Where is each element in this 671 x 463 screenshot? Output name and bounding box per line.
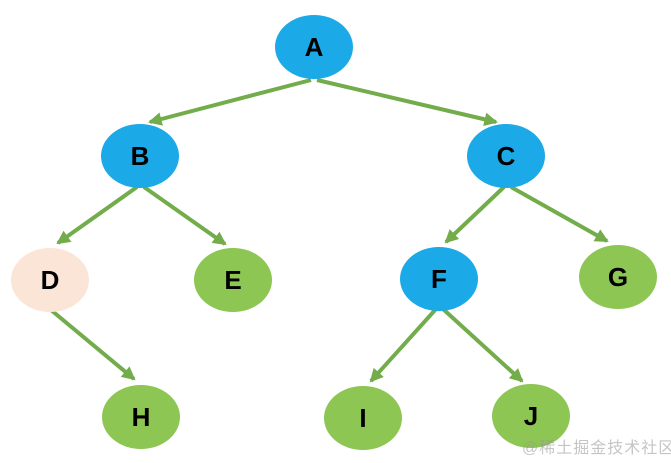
edge-f-i <box>369 307 438 383</box>
edge-d-h <box>49 308 136 381</box>
tree-node-i: I <box>324 386 402 450</box>
watermark-text: @稀土掘金技术社区 <box>522 440 671 457</box>
edge-c-f <box>444 185 506 244</box>
edge-b-d <box>56 185 139 245</box>
tree-node-f: F <box>400 247 478 311</box>
tree-node-a: A <box>275 15 353 79</box>
tree-node-h: H <box>102 385 180 449</box>
tree-node-e: E <box>194 248 272 312</box>
tree-node-d: D <box>11 248 89 312</box>
tree-node-g: G <box>579 245 657 309</box>
edge-c-g <box>510 185 609 243</box>
edge-b-e <box>142 185 227 246</box>
tree-node-c: C <box>467 124 545 188</box>
tree-node-b: B <box>101 124 179 188</box>
edge-a-b <box>148 78 312 126</box>
edge-f-j <box>441 307 524 383</box>
edge-a-c <box>316 78 498 126</box>
tree-node-j: J <box>492 384 570 448</box>
